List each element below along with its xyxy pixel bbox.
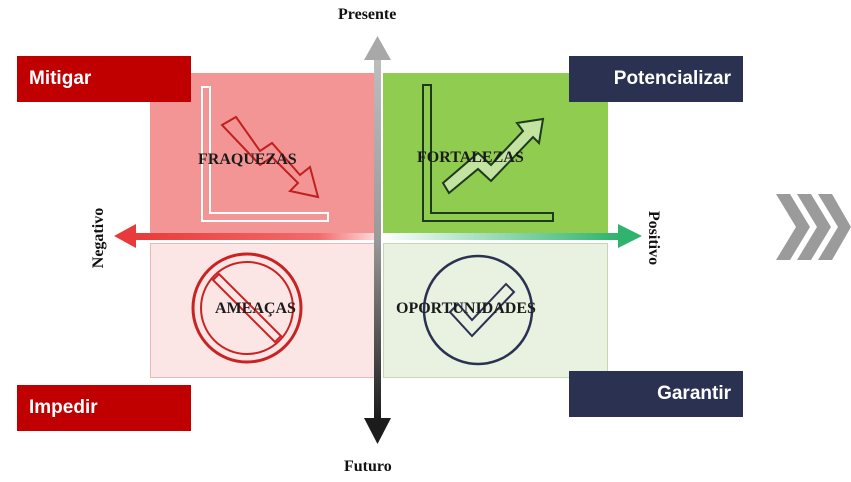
negative-arrow — [114, 224, 380, 248]
action-label-guarantee: Garantir — [569, 371, 743, 417]
prohibited-icon — [191, 252, 303, 364]
quadrant-label-threats: AMEAÇAS — [215, 300, 296, 317]
quadrant-label-weaknesses: FRAQUEZAS — [198, 151, 297, 168]
trend-up-icon — [422, 84, 554, 222]
positive-arrow — [380, 224, 642, 248]
axis-label-present: Presente — [338, 6, 397, 23]
time-axis-arrow — [364, 36, 391, 444]
action-label-prevent: Impedir — [17, 385, 191, 431]
axis-label-future: Futuro — [344, 458, 392, 475]
check-circle-icon — [422, 254, 534, 366]
axis-label-negative: Negativo — [90, 207, 107, 269]
axis-label-positive: Positivo — [645, 210, 662, 266]
quadrant-label-opportunities: OPORTUNIDADES — [396, 300, 536, 317]
action-label-potentialize: Potencializar — [569, 56, 743, 102]
action-label-mitigate: Mitigar — [17, 56, 191, 102]
quadrant-opportunities: OPORTUNIDADES — [383, 243, 608, 378]
chevrons-right-icon — [776, 194, 851, 260]
quadrant-label-strengths: FORTALEZAS — [417, 149, 524, 166]
trend-down-icon — [201, 86, 329, 222]
